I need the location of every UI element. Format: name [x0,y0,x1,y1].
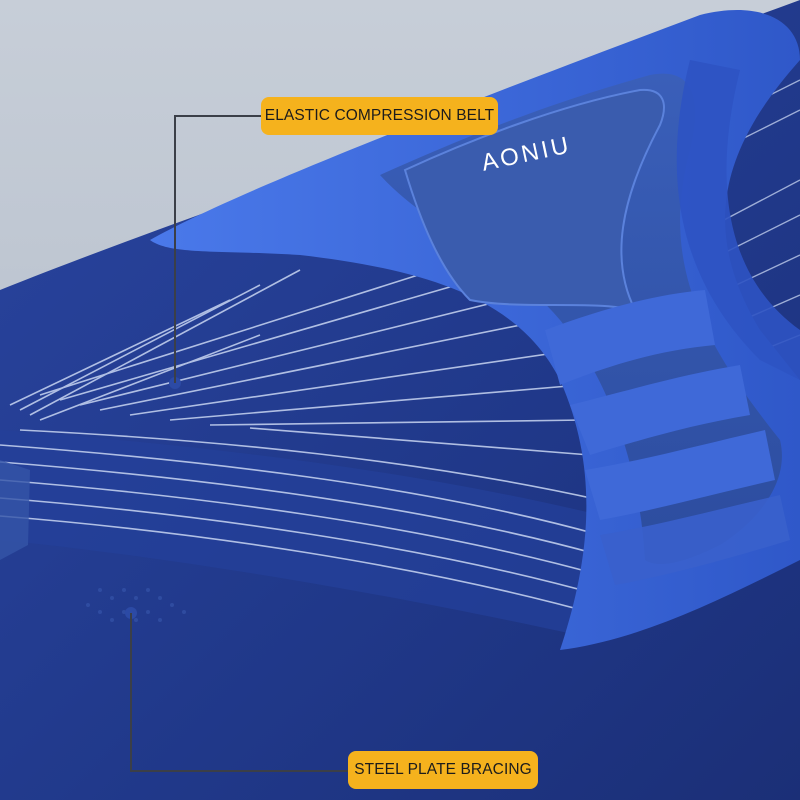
bottom-leader-vertical [130,613,132,771]
mesh-texture [86,588,186,622]
logo-pad [403,88,665,312]
elastic-stripes [0,229,601,616]
top-leader-horizontal [174,115,262,117]
bottom-leader-horizontal [130,770,348,772]
steel-plate-bracing-label: STEEL PLATE BRACING [348,751,538,789]
elastic-compression-belt-label: ELASTIC COMPRESSION BELT [261,97,498,135]
steel-plate-bars [545,290,790,585]
top-leader-vertical [174,115,176,383]
